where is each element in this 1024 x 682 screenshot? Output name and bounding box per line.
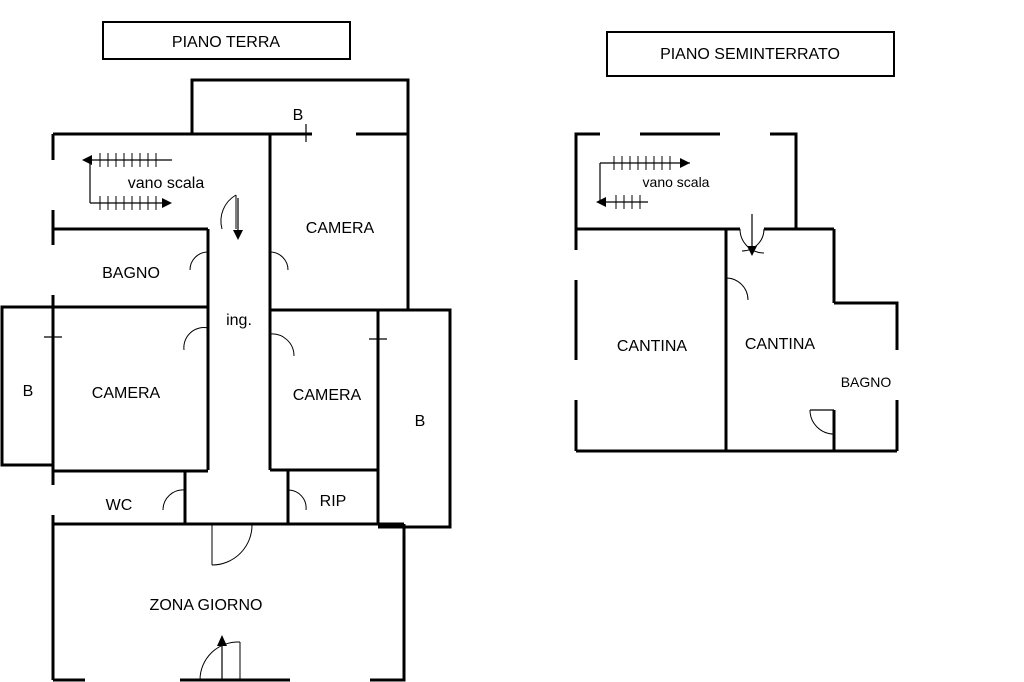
- wall-balcony-right: [378, 308, 452, 529]
- title-piano-terra: PIANO TERRA: [102, 21, 351, 60]
- label-wc: WC: [106, 497, 133, 514]
- wall-balcony-left: [0, 305, 53, 467]
- door-stair: [220, 194, 237, 230]
- label-camera-top: CAMERA: [306, 220, 375, 237]
- label-balcony-right: B: [415, 413, 426, 430]
- title-text-piano-seminterrato: PIANO SEMINTERRATO: [660, 46, 840, 63]
- label-stairwell-ground: vano scala: [128, 175, 205, 192]
- stairs-symbol-basement: [596, 156, 757, 256]
- door-entrance: [199, 641, 241, 681]
- title-text-piano-terra: PIANO TERRA: [172, 34, 281, 51]
- door-camera-right: [269, 333, 295, 357]
- door-stair-basement: [739, 228, 765, 254]
- title-box-piano-terra: [102, 21, 351, 60]
- label-zona-giorno: ZONA GIORNO: [150, 597, 263, 614]
- label-camera-right: CAMERA: [293, 387, 362, 404]
- label-bagno-ground: BAGNO: [102, 265, 160, 282]
- label-cantina-left: CANTINA: [617, 338, 688, 355]
- stairs-symbol-ground: [82, 153, 243, 680]
- label-stairwell-basement: vano scala: [643, 174, 710, 190]
- label-cantina-right: CANTINA: [745, 336, 816, 353]
- door-camera-left: [183, 327, 209, 351]
- wall-bagno-basement: [834, 301, 899, 451]
- label-balcony-top: B: [293, 107, 304, 124]
- title-box-piano-seminterrato: [606, 31, 895, 77]
- label-bagno-basement: BAGNO: [841, 374, 892, 390]
- plan-piano-terra: B vano scala CAMERA BAGNO ing. B CAMERA …: [0, 78, 452, 682]
- label-camera-left: CAMERA: [92, 385, 161, 402]
- wall-stair-basement: [574, 132, 798, 229]
- label-rip: RIP: [320, 493, 347, 510]
- door-rip: [287, 489, 307, 511]
- title-piano-seminterrato: PIANO SEMINTERRATO: [606, 31, 895, 77]
- plan-piano-seminterrato: vano scala CANTINA CANTINA BAGNO: [573, 131, 900, 453]
- label-balcony-left: B: [23, 383, 34, 400]
- door-wc: [162, 489, 186, 511]
- door-cantina-right: [725, 277, 749, 301]
- door-bagno-basement: [809, 409, 835, 435]
- door-bathroom: [189, 251, 209, 271]
- door-stair-basement-arc: [741, 228, 765, 252]
- door-living: [211, 523, 253, 566]
- door-camera-top: [269, 251, 289, 271]
- wall-balcony-top: [190, 78, 410, 134]
- label-entrance: ing.: [226, 312, 252, 329]
